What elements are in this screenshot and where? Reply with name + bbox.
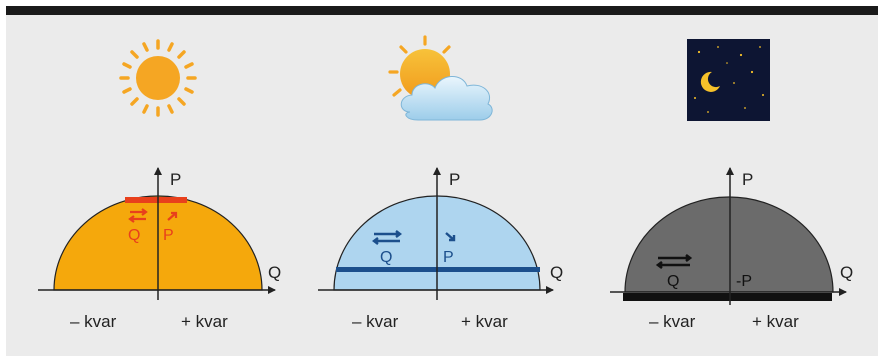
q-label: Q — [128, 227, 140, 244]
top-bar — [6, 6, 878, 15]
sun-icon — [119, 39, 197, 117]
panel-sunny: Q P P Q – kvar + kvar — [38, 39, 281, 331]
q-arrows-icon — [372, 230, 402, 245]
capability-dome — [624, 196, 834, 293]
night-sky-moon-icon — [687, 39, 770, 121]
operating-point-marker — [125, 197, 187, 203]
q-axis-label: Q — [840, 263, 853, 282]
q-arrows-icon — [655, 253, 693, 270]
p-label: P — [443, 249, 454, 266]
p-label: P — [163, 227, 174, 244]
q-axis-label: Q — [268, 263, 281, 282]
q-label: Q — [667, 273, 679, 290]
sun-behind-cloud-icon — [388, 35, 493, 121]
operating-point-marker — [623, 293, 832, 301]
negative-kvar-label: – kvar — [70, 312, 117, 331]
operating-point-marker — [336, 267, 540, 272]
positive-kvar-label: + kvar — [181, 312, 228, 331]
p-arrow-icon — [445, 232, 456, 242]
panel-night: Q -P P Q – kvar + kvar — [610, 39, 853, 331]
p-axis-label: P — [170, 170, 181, 189]
q-axis-label: Q — [550, 263, 563, 282]
p-arrow-icon — [167, 211, 178, 221]
panel-cloudy: Q P P Q – kvar + kvar — [318, 35, 563, 331]
positive-kvar-label: + kvar — [752, 312, 799, 331]
q-arrows-icon — [128, 208, 148, 223]
positive-kvar-label: + kvar — [461, 312, 508, 331]
p-axis-label: P — [742, 170, 753, 189]
p-axis-label: P — [449, 170, 460, 189]
p-label: -P — [736, 273, 752, 290]
negative-kvar-label: – kvar — [649, 312, 696, 331]
negative-kvar-label: – kvar — [352, 312, 399, 331]
q-label: Q — [380, 249, 392, 266]
